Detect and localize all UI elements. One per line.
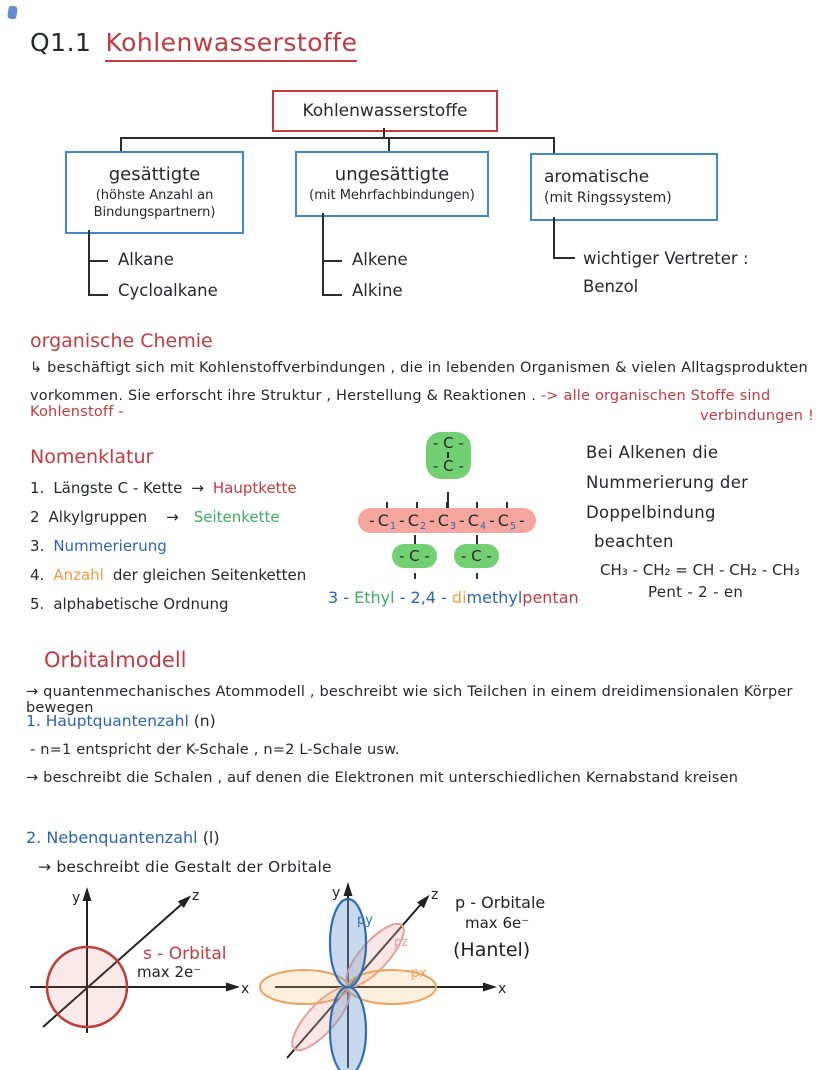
ethyl-carbon-top: - C - xyxy=(433,434,464,452)
nebenquantenzahl-line1: → beschreibt die Gestalt der Orbitale xyxy=(38,858,332,876)
organische-chemie-line1: ↳ beschäftigt sich mit Kohlenstoffverbin… xyxy=(30,360,808,376)
pz-label: pz xyxy=(394,935,408,949)
flowchart-root-label: Kohlenwasserstoffe xyxy=(302,101,468,121)
bond-line xyxy=(414,535,416,544)
branch-item: Benzol xyxy=(583,277,639,296)
branch-name: ungesättigte xyxy=(334,163,450,185)
branch-item: Alkene xyxy=(352,250,408,269)
axis-y-label: y xyxy=(72,890,80,906)
hauptquantenzahl-line1: - n=1 entspricht der K-Schale , n=2 L-Sc… xyxy=(30,742,400,758)
structure-caption: 3 - Ethyl - 2,4 - dimethylpentan xyxy=(328,588,579,607)
nomenklatur-item-2: 2 Alkylgruppen → Seitenkette xyxy=(30,508,280,526)
bond-line xyxy=(476,535,478,544)
organische-chemie-line2-black: vorkommen. Sie erforscht ihre Struktur ,… xyxy=(30,388,541,404)
s-orbital-capacity: max 2e⁻ xyxy=(137,963,201,981)
bond-tick xyxy=(447,452,450,459)
section-heading-organische-chemie: organische Chemie xyxy=(30,330,213,352)
alkene-note-line: Nummerierung der xyxy=(586,473,749,492)
page-title: Q1.1 Kohlenwasserstoffe xyxy=(30,28,358,62)
ethyl-carbon-bottom: - C - xyxy=(433,457,464,476)
axis-z-label: z xyxy=(431,887,438,903)
branch-subtitle: (mit Ringssystem) xyxy=(544,189,672,206)
bracket-line xyxy=(88,294,108,296)
branch-name: aromatische xyxy=(544,166,650,187)
branch-subtitle: (höhste Anzahl an Bindungspartnern) xyxy=(93,188,216,220)
bracket-line xyxy=(322,213,324,296)
title-prefix: Q1.1 xyxy=(30,28,92,57)
s-orbital-label: s - Orbital xyxy=(143,944,227,964)
alkene-note-line: beachten xyxy=(594,532,674,551)
hauptquantenzahl-line2: → beschreibt die Schalen , auf denen die… xyxy=(26,770,739,786)
branch-box-ungesaettigte: ungesättigte (mit Mehrfachbindungen) xyxy=(295,151,489,217)
alkene-note-line: Bei Alkenen die xyxy=(586,443,719,462)
p-orbital-label: p - Orbitale xyxy=(455,893,545,912)
s-orbital-figure: y z x s - Orbital max 2e⁻ xyxy=(30,887,249,1033)
orbitalmodell-intro: → quantenmechanisches Atommodell , besch… xyxy=(26,684,793,716)
p-orbital-figure: y z x py pz px p - Orbitale max 6e⁻ (Han… xyxy=(259,882,545,1070)
bracket-line xyxy=(322,260,342,262)
organische-chemie-note-red2: verbindungen ! xyxy=(700,408,815,424)
branch-subtitle: (mit Mehrfachbindungen) xyxy=(309,187,475,203)
arrow-icon: → xyxy=(166,508,179,526)
branch-box-aromatische: aromatische (mit Ringssystem) xyxy=(530,153,718,221)
branch-item: Alkine xyxy=(352,281,403,300)
methyl-group-highlight-right: - C - xyxy=(454,544,499,568)
heading-hauptquantenzahl: 1. Hauptquantenzahl (n) xyxy=(26,712,216,730)
bond-tick xyxy=(414,573,416,579)
py-label: py xyxy=(357,913,373,928)
connector-line xyxy=(388,137,390,151)
branch-item: wichtiger Vertreter : xyxy=(583,249,749,268)
flowchart-root-box: Kohlenwasserstoffe xyxy=(272,90,498,132)
p-orbital-shape-note: (Hantel) xyxy=(453,939,530,961)
axis-z-label: z xyxy=(192,888,199,904)
methyl-group-highlight-left: - C - xyxy=(392,544,437,568)
branch-box-gesaettigte: gesättigte (höhste Anzahl an Bindungspar… xyxy=(65,151,244,234)
organische-chemie-line2: vorkommen. Sie erforscht ihre Struktur ,… xyxy=(30,388,828,420)
nomenklatur-item-5: 5. alphabetische Ordnung xyxy=(30,595,229,613)
corner-mark xyxy=(7,5,18,20)
section-heading-orbitalmodell: Orbitalmodell xyxy=(44,648,187,672)
py-lobe xyxy=(328,985,368,1070)
bracket-line xyxy=(553,217,555,259)
pentene-name: Pent - 2 - en xyxy=(648,583,744,601)
axis-x-label: x xyxy=(241,981,249,997)
branch-item: Alkane xyxy=(118,250,174,269)
arrow-icon: → xyxy=(191,479,204,497)
bracket-line xyxy=(322,294,342,296)
connector-line xyxy=(553,137,555,153)
connector-line xyxy=(120,137,555,139)
organische-chemie-note-red: -> alle organischen Stoffe sind Kohlenst… xyxy=(30,388,771,420)
branch-item: Cycloalkane xyxy=(118,281,218,300)
px-label: px xyxy=(411,966,427,981)
pentene-formula: CH₃ - CH₂ = CH - CH₂ - CH₃ xyxy=(600,561,800,579)
title-main: Kohlenwasserstoffe xyxy=(105,28,358,62)
branch-name: gesättigte xyxy=(108,164,201,186)
bond-line xyxy=(447,492,449,508)
heading-nebenquantenzahl: 2. Nebenquantenzahl (l) xyxy=(26,828,220,847)
connector-line xyxy=(383,128,385,138)
nomenklatur-item-3: 3. Nummerierung xyxy=(30,537,167,555)
nomenklatur-item-4: 4. Anzahl der gleichen Seitenketten xyxy=(30,566,307,584)
ethyl-group-highlight: - C - - C - xyxy=(426,432,471,479)
nomenklatur-item-1: 1. Längste C - Kette → Hauptkette xyxy=(30,479,297,497)
bracket-line xyxy=(553,257,575,259)
axis-x-label: x xyxy=(498,981,506,997)
bond-tick xyxy=(476,573,478,579)
alkene-note-line: Doppelbindung xyxy=(586,503,716,522)
p-orbital-capacity: max 6e⁻ xyxy=(465,914,529,932)
s-orbital-circle xyxy=(45,945,129,1029)
bracket-line xyxy=(88,230,90,296)
connector-line xyxy=(120,137,122,151)
section-heading-nomenklatur: Nomenklatur xyxy=(30,446,154,468)
bracket-line xyxy=(88,260,108,262)
axis-y-label: y xyxy=(332,885,340,901)
